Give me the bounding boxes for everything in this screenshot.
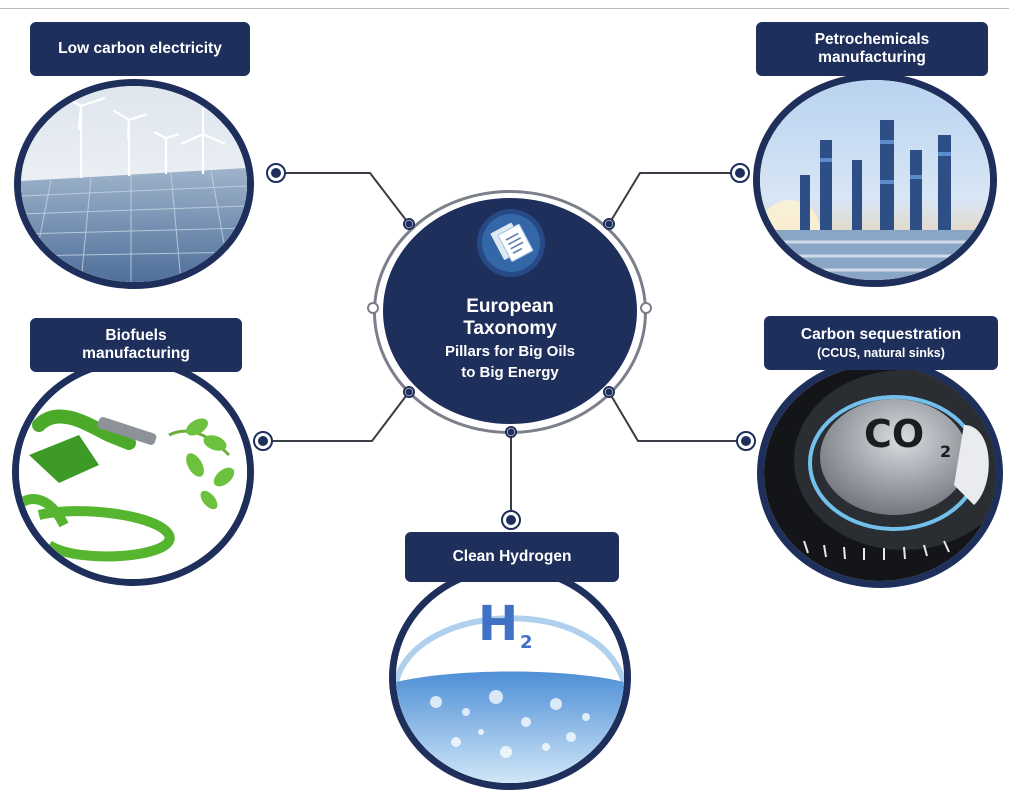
- label-carbon-line1: Carbon sequestration: [800, 325, 962, 343]
- label-low-carbon-electricity: Low carbon electricity: [30, 22, 250, 76]
- connector-electricity: [276, 172, 410, 225]
- connector-biofuels: [263, 391, 410, 442]
- label-biofuels-line2: manufacturing: [82, 345, 190, 362]
- node-hydrogen-outer: [501, 510, 521, 530]
- center-text: European Taxonomy Pillars for Big Oils t…: [383, 296, 637, 382]
- fuel-nozzle-leaves-image: [12, 358, 254, 586]
- top-divider: [0, 8, 1009, 9]
- water-splash-image: H 2: [389, 565, 631, 790]
- node-electricity-outer: [266, 163, 286, 183]
- label-petrochemicals: Petrochemicals manufacturing: [756, 22, 988, 76]
- connector-nodes: [253, 163, 756, 530]
- label-petrochemicals-line1: Petrochemicals: [814, 31, 930, 49]
- center-subtitle-line1: Pillars for Big Oils: [444, 343, 576, 360]
- label-carbon-sequestration: Carbon sequestration (CCUS, natural sink…: [764, 316, 998, 370]
- label-clean-hydrogen: Clean Hydrogen: [405, 532, 619, 582]
- svg-text:2: 2: [940, 442, 951, 461]
- connector-petrochemicals: [608, 172, 740, 225]
- ring-node-left: [367, 302, 379, 314]
- label-carbon-line2: (CCUS, natural sinks): [817, 345, 945, 360]
- solar-wind-image: [14, 79, 254, 289]
- h2-subscript: 2: [520, 632, 533, 653]
- label-hydrogen-text: Clean Hydrogen: [452, 548, 572, 566]
- label-biofuels: Biofuels manufacturing: [30, 318, 242, 372]
- node-carbon-outer: [736, 431, 756, 451]
- label-petrochemicals-line2: manufacturing: [818, 49, 926, 66]
- node-petrochemicals-outer: [730, 163, 750, 183]
- center-title-line2: Taxonomy: [463, 318, 557, 339]
- co2-dial-image: CO 2: [757, 358, 1003, 588]
- label-biofuels-line1: Biofuels: [105, 327, 167, 345]
- connector-carbon: [608, 391, 746, 442]
- center-subtitle-line2: to Big Energy: [461, 364, 559, 381]
- node-biofuels-outer: [253, 431, 273, 451]
- ring-node-right: [640, 302, 652, 314]
- label-electricity-text: Low carbon electricity: [58, 40, 222, 58]
- refinery-image: [753, 73, 997, 287]
- h2-symbol: H: [478, 596, 518, 652]
- document-icon: [477, 209, 545, 277]
- svg-text:CO: CO: [864, 412, 924, 456]
- center-title-line1: European: [466, 296, 554, 317]
